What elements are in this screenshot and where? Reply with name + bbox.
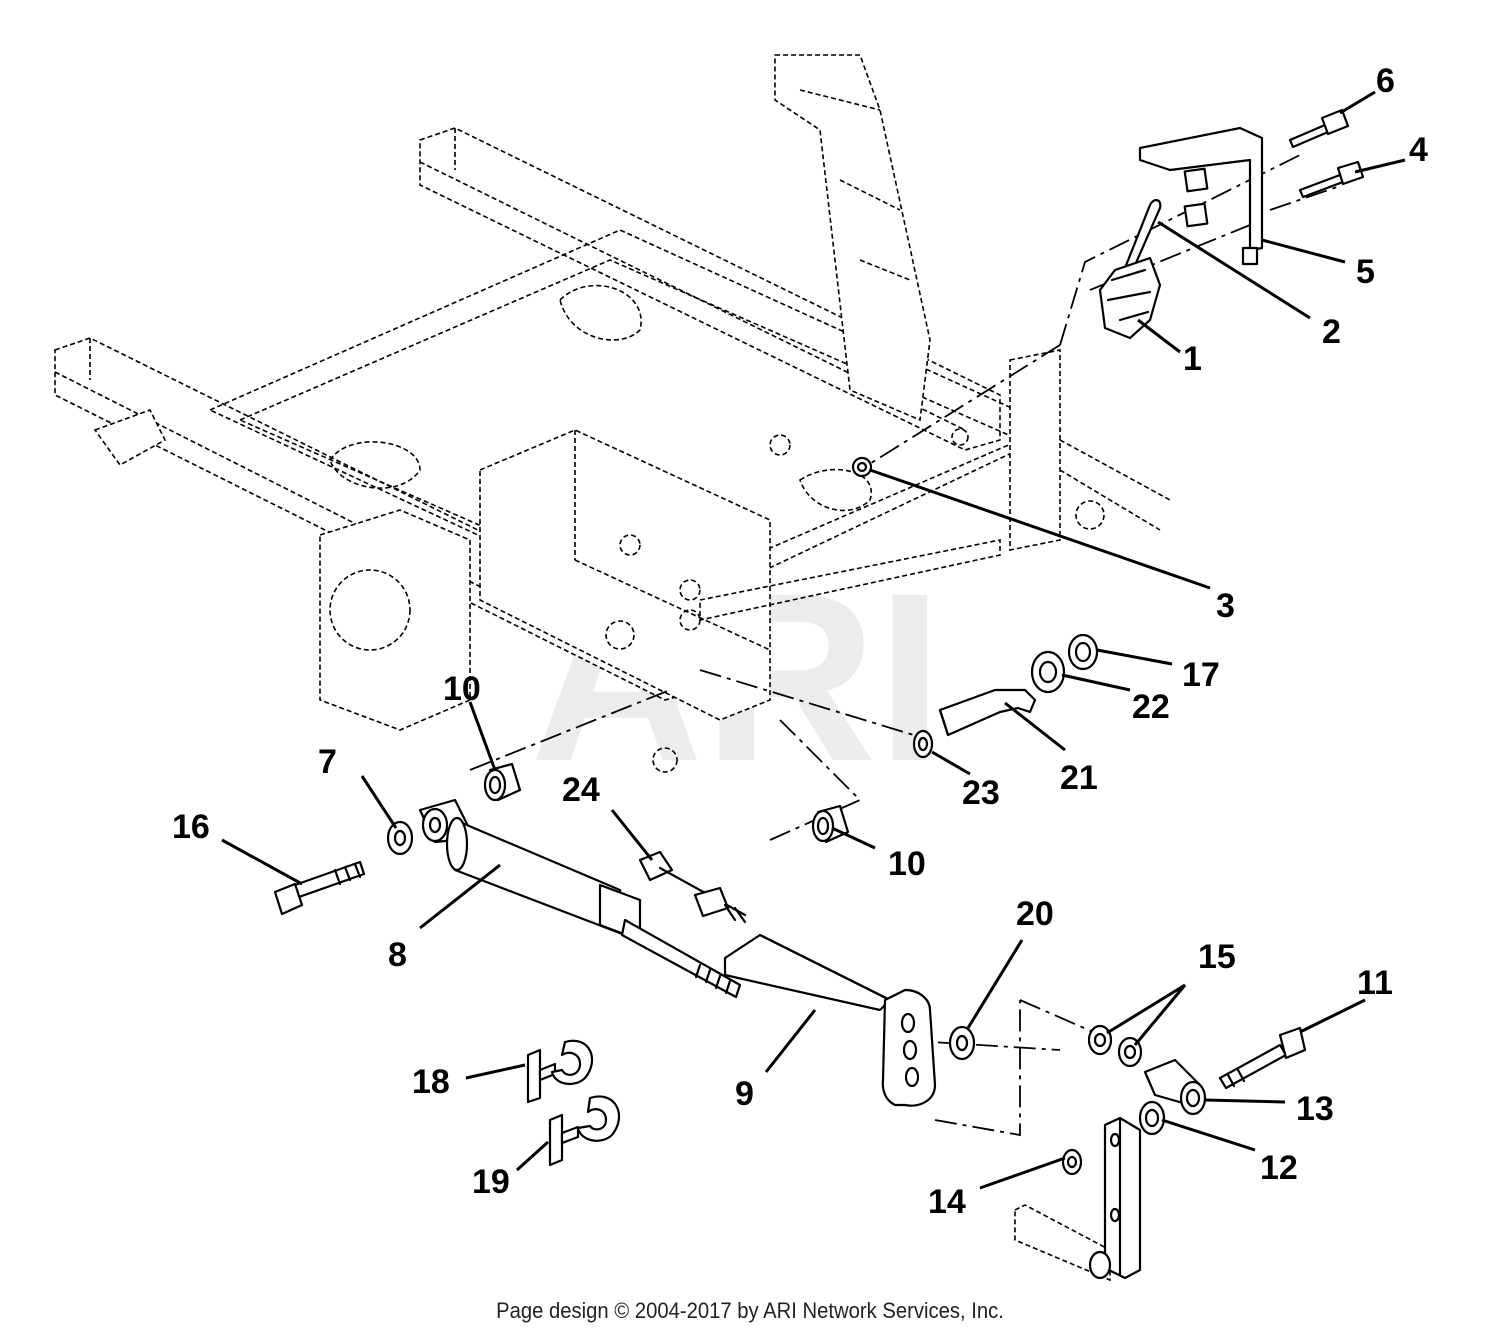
- part-7-washer[interactable]: [386, 820, 414, 856]
- leader-lines: [221, 90, 1406, 1190]
- part-2-lever[interactable]: [1123, 199, 1162, 274]
- callout-19: 19: [472, 1163, 510, 1201]
- part-17-nut[interactable]: [1067, 633, 1099, 671]
- part-12-washer[interactable]: [1138, 1100, 1166, 1136]
- callout-3: 3: [1216, 587, 1235, 625]
- part-16-bolt[interactable]: [273, 860, 366, 916]
- callout-13: 13: [1296, 1090, 1334, 1128]
- part-18-icon[interactable]: [526, 1039, 594, 1104]
- callout-7: 7: [318, 743, 337, 781]
- part-9-plate-rod[interactable]: [723, 933, 937, 1107]
- part-5-bracket[interactable]: [1138, 126, 1264, 266]
- part-19-icon[interactable]: [548, 1095, 621, 1167]
- part-1-valve[interactable]: [1098, 256, 1162, 340]
- callout-20: 20: [1016, 895, 1054, 933]
- part-23-washer[interactable]: [912, 729, 934, 759]
- part-21-bracket[interactable]: [938, 688, 1037, 737]
- callout-24: 24: [562, 771, 600, 809]
- assembly-phantom-lines: [469, 154, 1341, 1137]
- callout-labels: 1 2 3 4 5 6 7 8 9 10 10 11 12 13 14 15 1…: [172, 62, 1428, 1221]
- part-20-nut[interactable]: [948, 1025, 976, 1061]
- callout-16: 16: [172, 808, 210, 846]
- part-6-bolt[interactable]: [1288, 108, 1350, 149]
- callout-10-lower: 10: [888, 845, 926, 883]
- callout-12: 12: [1260, 1149, 1298, 1187]
- callout-8: 8: [388, 936, 407, 974]
- part-24-rod-end[interactable]: [638, 850, 747, 924]
- callout-21: 21: [1060, 759, 1098, 797]
- part-8-cylinder[interactable]: [418, 798, 742, 999]
- callout-10-upper: 10: [443, 670, 481, 708]
- part-10-spacer-upper[interactable]: [483, 762, 522, 802]
- part-22-washer[interactable]: [1030, 650, 1066, 694]
- part-3-nut[interactable]: [851, 456, 873, 478]
- part-13-rod-end[interactable]: [1143, 1058, 1207, 1116]
- part-15-nuts[interactable]: [1087, 1024, 1143, 1068]
- callout-23: 23: [962, 774, 1000, 812]
- callout-2: 2: [1322, 313, 1341, 351]
- callout-1: 1: [1183, 340, 1202, 378]
- callout-11: 11: [1357, 964, 1393, 1002]
- callout-15: 15: [1198, 938, 1236, 976]
- part-11-bolt[interactable]: [1218, 1026, 1307, 1090]
- part-10-spacer-lower[interactable]: [811, 804, 850, 844]
- callout-9: 9: [735, 1075, 754, 1113]
- callout-6: 6: [1376, 62, 1395, 100]
- mower-frame: [54, 54, 1171, 773]
- callout-4: 4: [1409, 131, 1428, 169]
- copyright-footer: Page design © 2004-2017 by ARI Network S…: [496, 1298, 1004, 1323]
- callout-5: 5: [1356, 253, 1375, 291]
- callout-17: 17: [1182, 656, 1220, 694]
- part-14-nut[interactable]: [1061, 1148, 1083, 1176]
- lift-arm-bracket: [1014, 1116, 1142, 1282]
- callout-14: 14: [928, 1183, 966, 1221]
- part-4-bolt[interactable]: [1298, 160, 1365, 199]
- callout-22: 22: [1132, 688, 1170, 726]
- callout-18: 18: [412, 1063, 450, 1101]
